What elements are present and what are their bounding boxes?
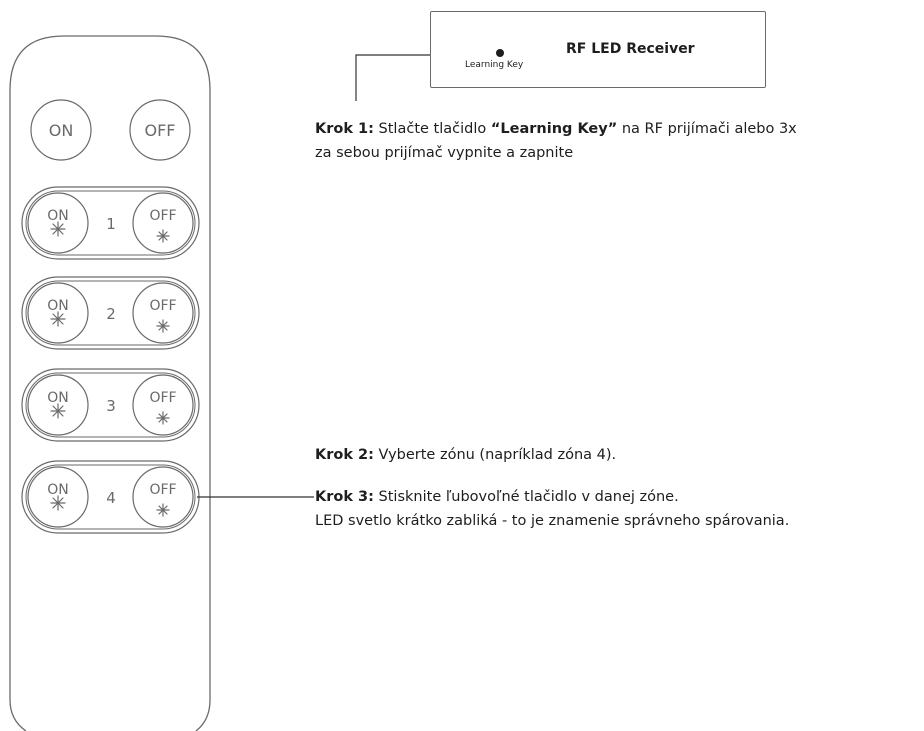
zone-4-off-label: OFF	[149, 482, 176, 498]
zone-3-off-button[interactable]: OFF	[132, 374, 194, 436]
zone-2-group: ON 2 OFF	[21, 276, 200, 350]
step-3-text: Stisknite ľubovoľné tlačidlo v danej zón…	[373, 489, 679, 505]
receiver-title: RF LED Receiver	[566, 41, 695, 57]
remote-body-outline	[9, 35, 211, 731]
main-off-label: OFF	[145, 121, 176, 140]
zone-3-off-star-icon	[156, 411, 170, 425]
step-3-line-2: LED svetlo krátko zabliká - to je znamen…	[315, 513, 790, 529]
zone-1-group: ON 1 OFF	[21, 186, 200, 260]
zone-4-on-star-icon	[50, 495, 66, 511]
step-3-label: Krok 3:	[315, 489, 374, 505]
zone-2-off-button[interactable]: OFF	[132, 282, 194, 344]
zone-4-on-label: ON	[47, 482, 69, 498]
zone-3-on-button[interactable]: ON	[27, 374, 89, 436]
zone-4-off-button[interactable]: OFF	[132, 466, 194, 528]
zone-3-on-star-icon	[50, 403, 66, 419]
main-on-label: ON	[49, 121, 74, 140]
step-1-line-2: za sebou prijímač vypnite a zapnite	[315, 145, 574, 161]
step-1-highlight: “Learning Key”	[490, 121, 618, 137]
zone-1-off-button[interactable]: OFF	[132, 192, 194, 254]
zone-2-off-label: OFF	[149, 298, 176, 314]
step-3: Krok 3: Stisknite ľubovoľné tlačidlo v d…	[315, 485, 789, 533]
zone-2-on-star-icon	[50, 311, 66, 327]
step-2-label: Krok 2:	[315, 447, 374, 463]
zone-2-off-star-icon	[156, 319, 170, 333]
step-1-label: Krok 1:	[315, 121, 374, 137]
step-1-text-before: Stlačte tlačidlo	[373, 121, 491, 137]
zone-4-on-button[interactable]: ON	[27, 466, 89, 528]
zone-3-group: ON 3 OFF	[21, 368, 200, 442]
zone-2-on-label: ON	[47, 298, 69, 314]
zone-1-on-label: ON	[47, 208, 69, 224]
zone-1-off-star-icon	[156, 229, 170, 243]
zone-4-off-star-icon	[156, 503, 170, 517]
step-1: Krok 1: Stlačte tlačidlo “Learning Key” …	[315, 117, 797, 165]
step-1-line-1: Krok 1: Stlačte tlačidlo “Learning Key” …	[315, 117, 797, 141]
zone-4-group: ON 4 OFF	[21, 460, 200, 534]
rf-receiver-box: Learning Key RF LED Receiver	[430, 11, 766, 88]
zone-2-number: 2	[106, 305, 116, 323]
zone-1-on-star-icon	[50, 221, 66, 237]
learning-key-label: Learning Key	[465, 60, 524, 70]
main-off-button[interactable]: OFF	[129, 99, 191, 161]
zone-2-on-button[interactable]: ON	[27, 282, 89, 344]
zone-3-on-label: ON	[47, 390, 69, 406]
step-2-text: Vyberte zónu (napríklad zóna 4).	[373, 447, 617, 463]
step-1-text-after: na RF prijímači alebo 3x	[617, 121, 797, 137]
learning-key-dot-icon[interactable]	[496, 49, 504, 57]
step-2: Krok 2: Vyberte zónu (napríklad zóna 4).	[315, 443, 616, 467]
zone-1-number: 1	[106, 215, 116, 233]
zone-4-number: 4	[106, 489, 116, 507]
zone-1-on-button[interactable]: ON	[27, 192, 89, 254]
zone-1-off-label: OFF	[149, 208, 176, 224]
zone-3-off-label: OFF	[149, 390, 176, 406]
zone-3-number: 3	[106, 397, 116, 415]
main-on-button[interactable]: ON	[30, 99, 92, 161]
